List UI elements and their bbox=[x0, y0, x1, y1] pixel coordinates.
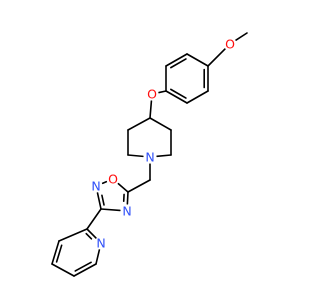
bond-phenyl-c6-phenyl-c1 bbox=[186, 53, 209, 67]
bond-pyridine-c6-pyridine-c5 bbox=[73, 263, 97, 277]
bond-oxadiazole-c5-oxadiazole-o1 bbox=[117, 182, 129, 193]
bond-pip-c4-pip-c3 bbox=[149, 117, 172, 131]
atom-label-pyridine-n1: N bbox=[96, 236, 105, 251]
bond-pyridine-c2-pyridine-n1-second-line bbox=[85, 232, 93, 240]
bond-oxadiazole-n4-oxadiazole-c5 bbox=[126, 191, 129, 205]
atom-background-oxadiazole-n2 bbox=[89, 179, 103, 193]
bond-oxadiazole-n2-oxadiazole-c3 bbox=[96, 192, 102, 210]
atom-background-oxadiazole-o1 bbox=[106, 172, 120, 186]
atom-label-methoxy-o: O bbox=[225, 37, 235, 52]
atom-background-methoxy-o bbox=[223, 37, 237, 51]
bond-pip-c5-pip-c4 bbox=[127, 117, 151, 131]
atom-label-ether-o: O bbox=[147, 87, 157, 102]
atom-label-oxadiazole-n2: N bbox=[91, 179, 100, 194]
bond-pyridine-c5-pyridine-c4 bbox=[51, 263, 75, 277]
atom-background-oxadiazole-n4 bbox=[120, 204, 134, 218]
bond-pyridine-n1-pyridine-c6 bbox=[95, 249, 101, 265]
bond-methyl-c-methoxy-o bbox=[235, 32, 248, 41]
bond-pyridine-c4-pyridine-c3 bbox=[51, 240, 60, 265]
bond-oxadiazole-o1-oxadiazole-n2 bbox=[101, 180, 108, 185]
bond-oxadiazole-n2-oxadiazole-c3-second-line bbox=[101, 194, 105, 206]
atom-label-oxadiazole-o1: O bbox=[108, 172, 118, 187]
bond-pip-c2-pip-n1 bbox=[156, 154, 172, 158]
bond-phenyl-c3-phenyl-c4 bbox=[165, 90, 188, 104]
bond-methoxy-o-phenyl-c1 bbox=[207, 48, 226, 67]
bond-oxadiazole-c3-oxadiazole-n4 bbox=[100, 208, 121, 212]
bond-oxadiazole-c3-pyridine-c2 bbox=[86, 208, 102, 230]
atom-background-pip-n1 bbox=[143, 150, 157, 164]
bond-pyridine-c4-pyridine-c3-second-line bbox=[55, 244, 63, 263]
bond-linker-ch2-oxadiazole-c5 bbox=[127, 179, 151, 193]
bond-pip-n1-pip-c6 bbox=[127, 154, 144, 158]
bond-pyridine-c2-pyridine-n1 bbox=[86, 228, 97, 239]
bond-phenyl-c5-phenyl-c6-second-line bbox=[170, 58, 187, 69]
bond-pyridine-c6-pyridine-c5-second-line bbox=[74, 261, 92, 272]
atom-background-ether-o bbox=[145, 87, 159, 101]
bond-phenyl-c4-ether-o bbox=[158, 90, 167, 94]
atom-background-pyridine-n1 bbox=[94, 236, 108, 250]
bond-layer bbox=[51, 32, 248, 277]
atom-label-oxadiazole-n4: N bbox=[122, 204, 131, 219]
bond-pyridine-c3-pyridine-c2 bbox=[58, 228, 88, 242]
bond-ether-o-pip-c4 bbox=[149, 100, 153, 119]
bond-phenyl-c5-phenyl-c6 bbox=[165, 53, 188, 67]
atom-label-pip-n1: N bbox=[145, 150, 154, 165]
bond-phenyl-c3-phenyl-c4-second-line bbox=[170, 88, 187, 99]
bond-phenyl-c2-phenyl-c3 bbox=[186, 90, 209, 104]
